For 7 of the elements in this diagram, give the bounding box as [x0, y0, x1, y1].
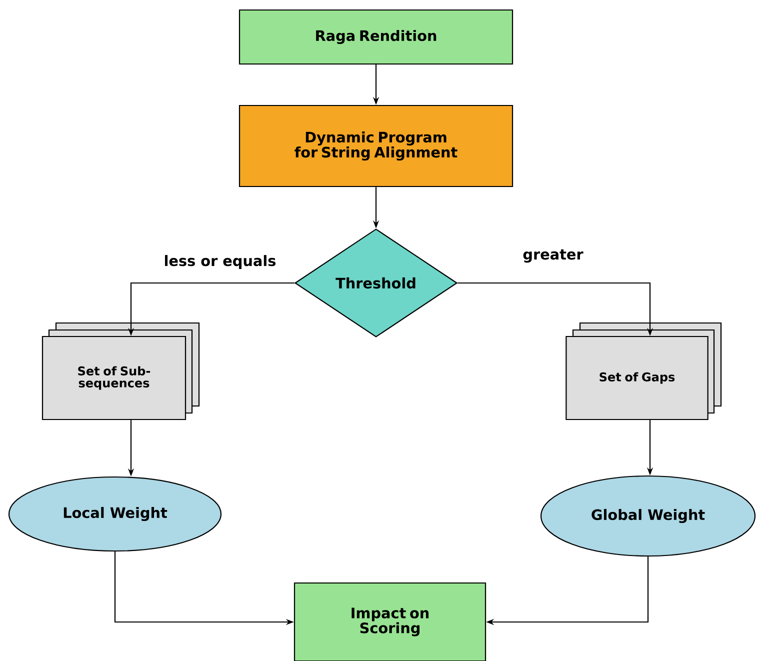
process-box: Dynamic Program for String Alignment [238, 104, 514, 188]
edge-label: greater [522, 248, 584, 264]
edge-label: less or equals [162, 254, 278, 270]
process-box: Raga Rendition [238, 9, 514, 65]
document-stack: Set of Gaps [566, 322, 722, 420]
document-stack: Set of Sub-sequences [42, 322, 200, 420]
process-box: Impact on Scoring [294, 582, 486, 661]
